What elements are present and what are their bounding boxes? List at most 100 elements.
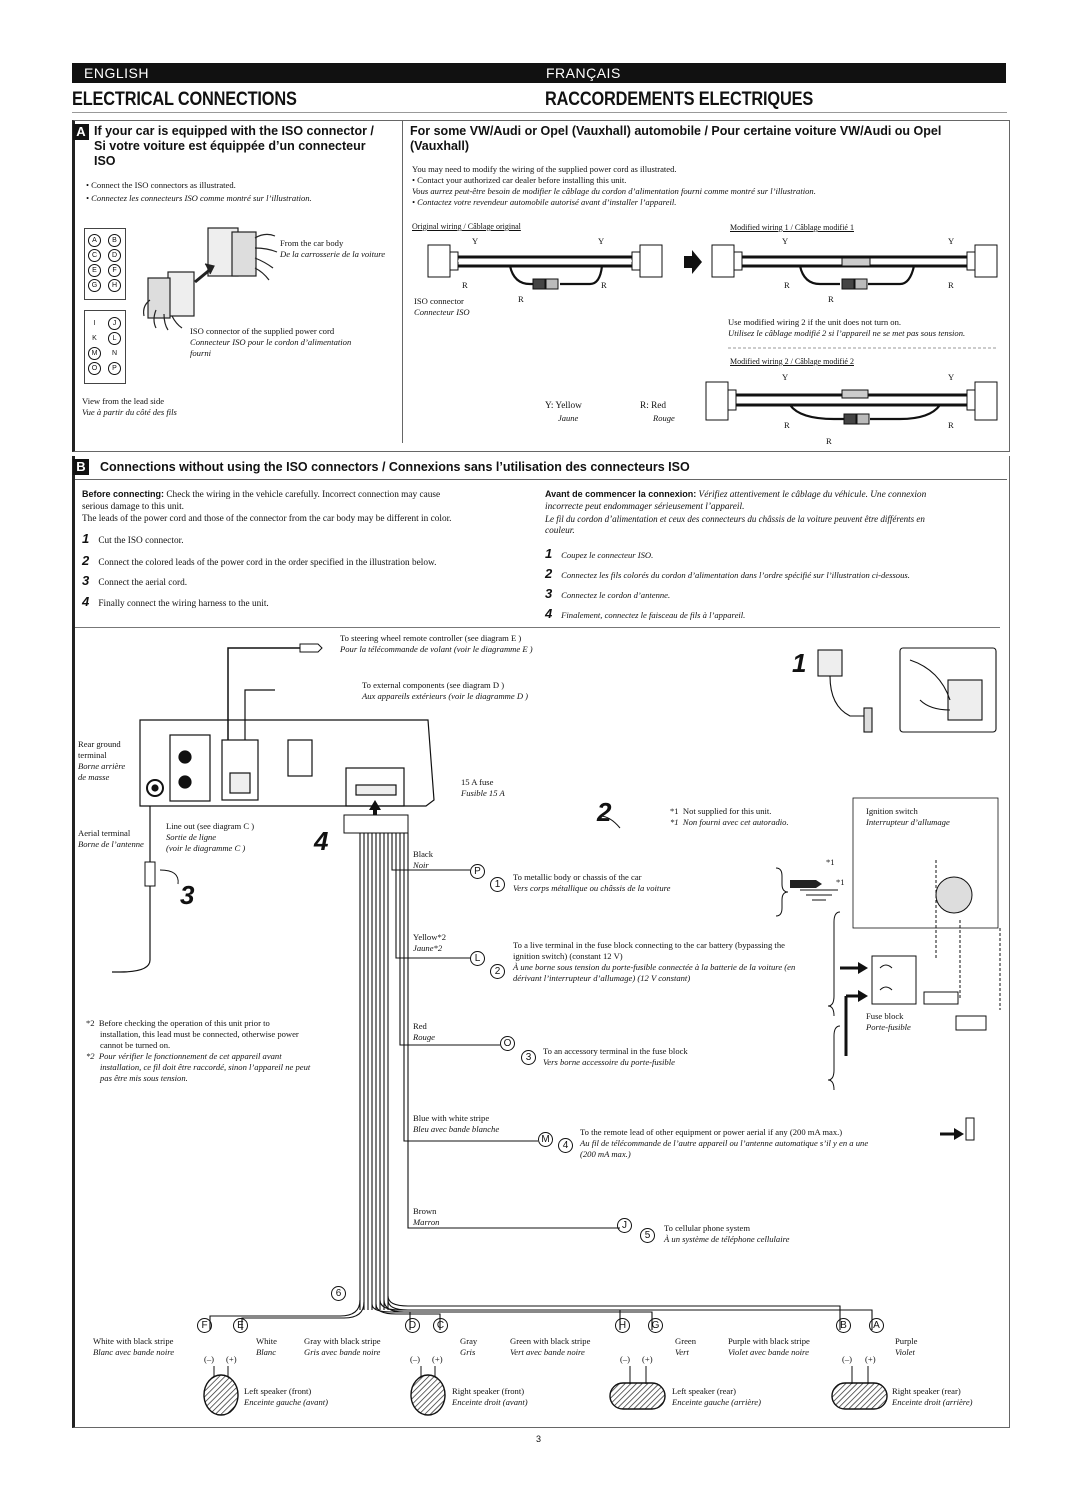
pin-n: N	[108, 347, 121, 360]
line-out-label: Line out (see diagram C ) Sortie de lign…	[166, 821, 255, 853]
speaker-letter: G	[648, 1318, 663, 1333]
pin-l: L	[108, 332, 121, 345]
ground-symbol	[800, 889, 838, 901]
iso-connector-label: ISO connector Connecteur ISO	[414, 296, 470, 317]
brace-icon	[827, 1025, 841, 1091]
fuse-label: 15 A fuse Fusible 15 A	[461, 777, 505, 798]
wire-r-marker: R	[601, 280, 607, 290]
original-wiring-label: Original wiring / Câblage original	[412, 222, 521, 231]
figure-number-2: 2	[597, 797, 612, 827]
legend-red: R: Red Rouge	[640, 401, 675, 423]
wire-letter-m: M	[538, 1132, 553, 1147]
wire-r-marker: R	[948, 420, 954, 430]
modified-wiring-2-label: Modified wiring 2 / Câblage modifié 2	[730, 357, 854, 366]
pin-m: M	[88, 347, 101, 360]
use-modified-note: Use modified wiring 2 if the unit does n…	[728, 317, 966, 338]
step-3-fr: 3 Connectez le cordon d’antenne.	[545, 586, 671, 601]
power-aerial-icon	[965, 1117, 975, 1141]
speaker-icons	[203, 1374, 888, 1416]
section-b-box	[72, 456, 1010, 1428]
brace-icon	[827, 911, 841, 1017]
wire-blue-desc: To the remote lead of other equipment or…	[580, 1127, 869, 1159]
polarity-plus: (+)	[865, 1354, 876, 1364]
speaker-letter: B	[836, 1318, 851, 1333]
figure-number-1: 1	[792, 648, 807, 678]
wire-number-1: 1	[490, 877, 505, 892]
original-wiring-diagram	[427, 244, 663, 290]
wire-letter-l: L	[470, 951, 485, 966]
speaker-letter: F	[197, 1318, 212, 1333]
speaker-letter: E	[233, 1318, 248, 1333]
speaker-letter: H	[615, 1318, 630, 1333]
ignition-switch-box	[852, 797, 999, 929]
modified-wiring-1-label: Modified wiring 1 / Câblage modifié 1	[730, 223, 854, 232]
brace-icon	[775, 867, 789, 917]
speaker-right-rear-label: Right speaker (rear)Enceinte droit (arri…	[892, 1386, 973, 1407]
view-lead-side-label: View from the lead side Vue à partir du …	[82, 396, 177, 417]
pin-p: P	[108, 362, 121, 375]
pin-a: A	[88, 234, 101, 247]
wire-y-marker: Y	[948, 236, 955, 246]
antenna-cable	[112, 806, 151, 973]
section-b-badge: B	[73, 459, 89, 475]
step-4-en: 4 Finally connect the wiring harness to …	[82, 594, 269, 609]
section-b-rule	[75, 479, 1007, 480]
speaker-letter: A	[869, 1318, 884, 1333]
language-tab-french: FRANÇAIS	[534, 63, 1006, 83]
modified-wiring-1-diagram	[711, 244, 998, 290]
arrow-icon	[858, 962, 868, 974]
polarity-minus: (–)	[204, 1354, 215, 1364]
legend-yellow: Y: Yellow Jaune	[545, 401, 582, 423]
page-number: 3	[536, 1434, 542, 1444]
pin-b: B	[108, 234, 121, 247]
wire-red-desc: To an accessory terminal in the fuse blo…	[543, 1046, 688, 1067]
section-a-box	[72, 120, 1010, 452]
step-2-en: 2 Connect the colored leads of the power…	[82, 553, 437, 568]
pin-h: H	[108, 279, 121, 292]
section-b-heading: Connections without using the ISO connec…	[100, 460, 690, 474]
head-unit-rear	[139, 719, 435, 807]
wire-y-marker: Y	[948, 372, 955, 382]
speaker-left-rear-label: Left speaker (rear)Enceinte gauche (arri…	[672, 1386, 761, 1407]
pin-g: G	[88, 279, 101, 292]
wire-number-5: 5	[640, 1228, 655, 1243]
wire-r-marker: R	[948, 280, 954, 290]
ground-lug-icon	[790, 880, 822, 888]
figure-number-3: 3	[180, 880, 195, 910]
wire-r-marker: R	[828, 294, 834, 304]
step-2-fr: 2 Connectez les fils colorés du cordon d…	[545, 566, 910, 581]
polarity-plus: (+)	[226, 1354, 237, 1364]
iso-pin-grid-top: A B C D E F G H	[84, 228, 126, 300]
wire-y-marker: Y	[782, 372, 789, 382]
speaker-right-front-label: Right speaker (front)Enceinte droit (ava…	[452, 1386, 528, 1407]
external-lead	[244, 689, 275, 740]
step3-arrow	[159, 869, 179, 885]
iso-supplied-label: ISO connector of the supplied power cord…	[190, 326, 352, 358]
rear-ground-label: Rear ground terminal Borne arrière de ma…	[78, 739, 126, 782]
wire-letter-o: O	[500, 1036, 515, 1051]
wire-letter-j: J	[617, 1218, 632, 1233]
polarity-plus: (+)	[642, 1354, 653, 1364]
pin-i: I	[88, 317, 101, 330]
aerial-terminal-label: Aerial terminal Borne de l’antenne	[78, 828, 144, 849]
wire-harness	[209, 833, 873, 1330]
pin-j: J	[108, 317, 121, 330]
wire-r-marker: R	[518, 294, 524, 304]
before-connecting-en: Before connecting: Check the wiring in t…	[82, 489, 452, 524]
before-connecting-fr: Avant de commencer la connexion: Vérifie…	[545, 489, 927, 536]
wire-r-marker: R	[826, 436, 832, 446]
